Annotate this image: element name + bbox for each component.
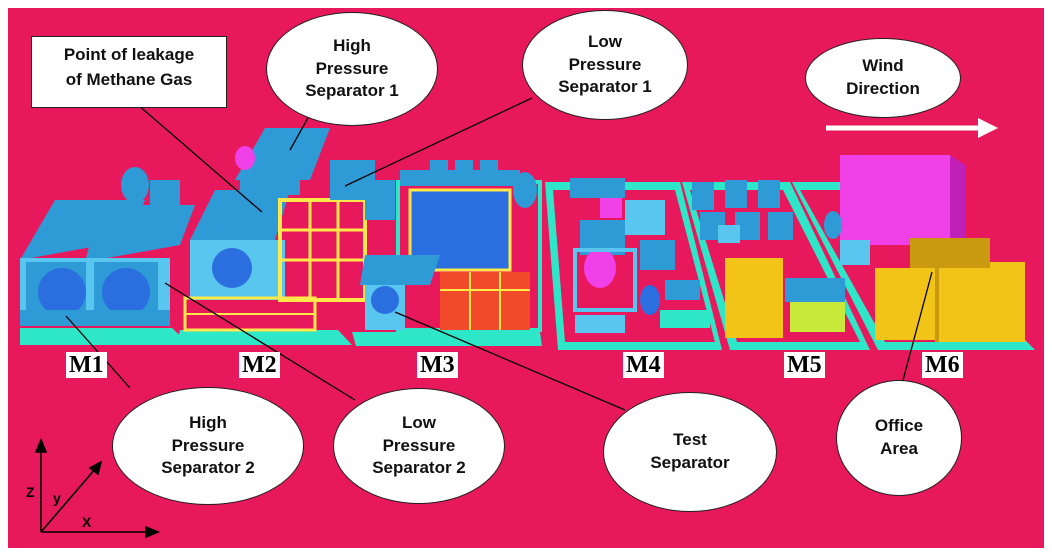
- slab-m1: [20, 328, 190, 345]
- wind-arrow: [826, 118, 998, 138]
- y-axis: [40, 467, 97, 533]
- callout-leakage: Point of leakage of Methane Gas: [31, 36, 227, 108]
- m3-equipment: [360, 160, 537, 330]
- slab-m2: [176, 330, 352, 345]
- callout-hps1: High Pressure Separator 1: [266, 12, 438, 126]
- m6-equipment: [824, 155, 1025, 342]
- leader-test: [394, 311, 626, 411]
- m2-equipment: [183, 128, 395, 332]
- module-label-m6: M6: [922, 352, 963, 378]
- m5-equipment: [692, 180, 845, 338]
- z-axis-label: Z: [26, 484, 35, 500]
- callout-lps1: Low Pressure Separator 1: [522, 10, 688, 120]
- leader-office: [901, 271, 933, 385]
- leader-leakage: [129, 97, 263, 213]
- module-label-m5: M5: [784, 352, 825, 378]
- leader-lps2: [164, 282, 356, 401]
- test-separator-vessel: [371, 286, 399, 314]
- hps2-vessel: [38, 268, 86, 316]
- leader-lps1: [344, 97, 533, 187]
- callout-hps2: High Pressure Separator 2: [112, 387, 304, 505]
- office-building: [935, 262, 1025, 342]
- module-label-m1: M1: [66, 352, 107, 378]
- module-label-m3: M3: [417, 352, 458, 378]
- module-label-m2: M2: [239, 352, 280, 378]
- slab-m3: [352, 332, 542, 346]
- module-label-m4: M4: [623, 352, 664, 378]
- y-axis-label: y: [53, 490, 61, 506]
- callout-office: Office Area: [836, 380, 962, 496]
- m1-equipment: [20, 167, 195, 326]
- callout-test: Test Separator: [603, 392, 777, 512]
- callout-lps2: Low Pressure Separator 2: [333, 388, 505, 504]
- m4-equipment: [570, 178, 710, 333]
- callout-wind: Wind Direction: [805, 38, 961, 118]
- x-axis-label: X: [82, 514, 92, 530]
